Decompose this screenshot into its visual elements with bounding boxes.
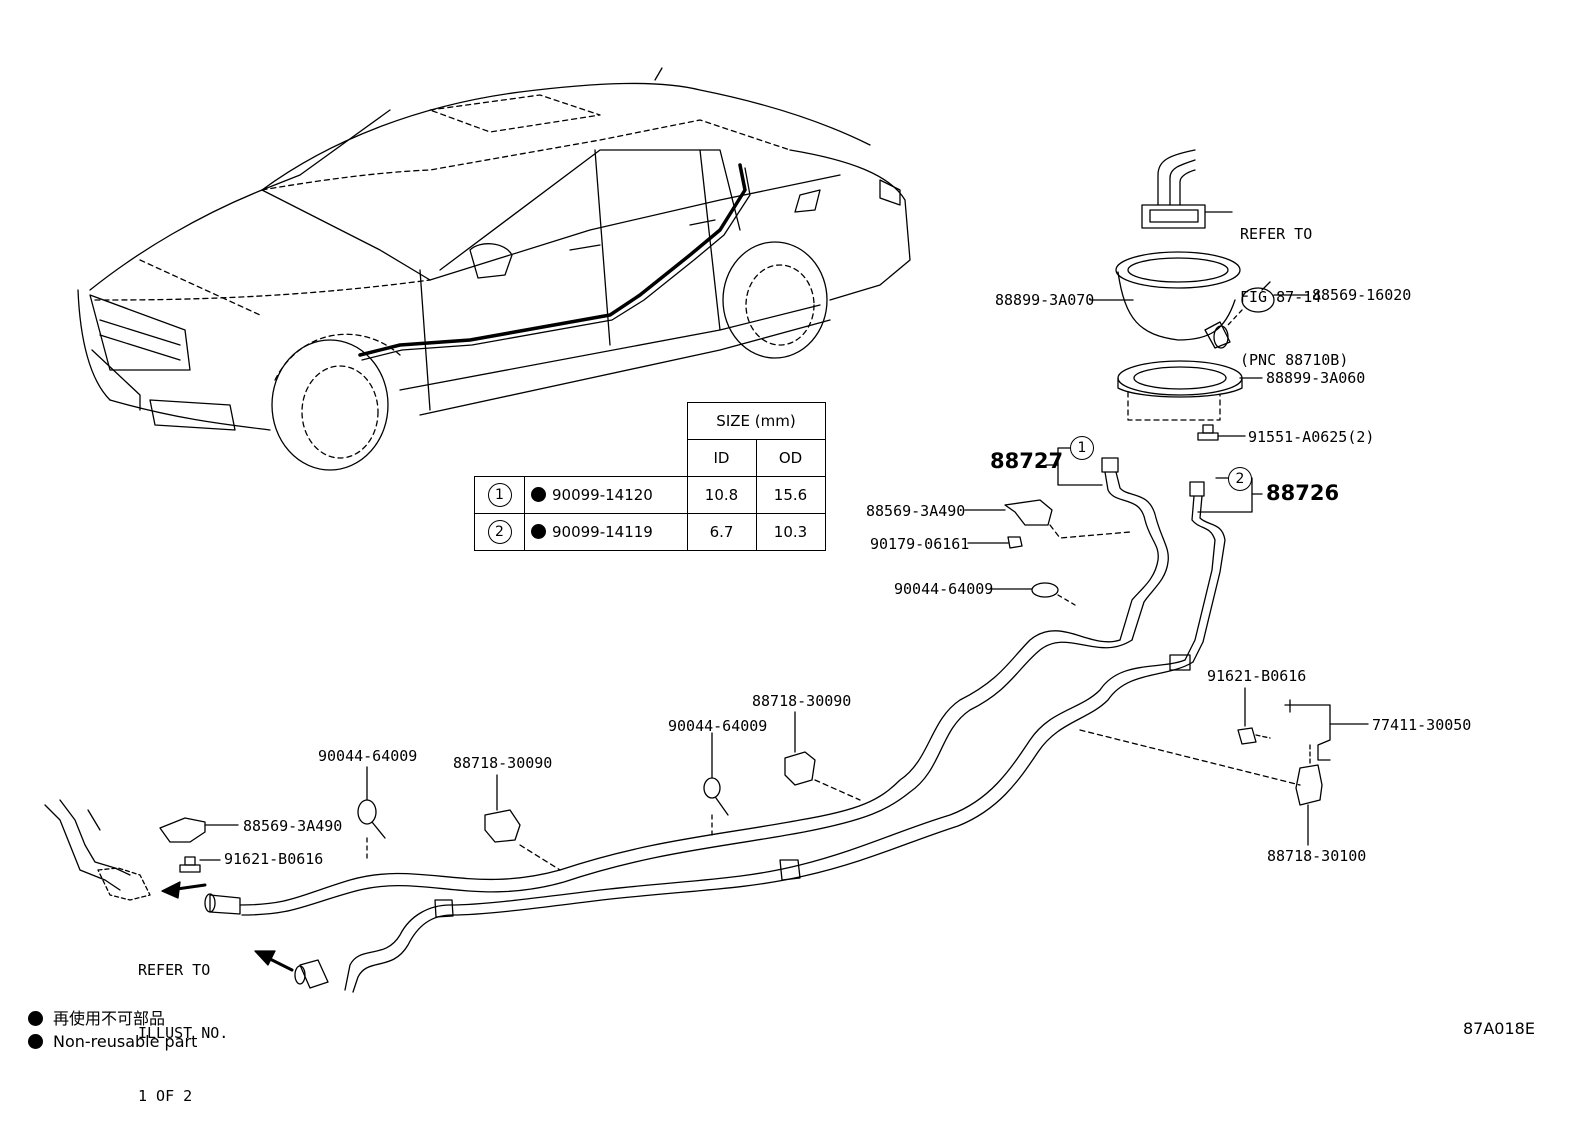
- row-id: 6.7: [686, 513, 757, 551]
- row-od: 15.6: [755, 476, 826, 514]
- row-id: 10.8: [686, 476, 757, 514]
- row-part[interactable]: 90099-14119: [552, 523, 653, 541]
- label-88569-16020[interactable]: 88569-16020: [1312, 286, 1412, 304]
- label-88718-30100[interactable]: 88718-30100: [1267, 847, 1367, 865]
- label-88899-3A060[interactable]: 88899-3A060: [1266, 369, 1366, 387]
- label-88718-30090-left[interactable]: 88718-30090: [453, 754, 553, 772]
- row-od: 10.3: [755, 513, 826, 551]
- row-ref: 1: [487, 483, 512, 507]
- label-90179-06161[interactable]: 90179-06161: [870, 535, 970, 553]
- parts-diagram: [44, 67, 1369, 993]
- label-77411-30050[interactable]: 77411-30050: [1372, 716, 1472, 734]
- non-reusable-dot-icon: [531, 487, 546, 502]
- label-88899-3A070[interactable]: 88899-3A070: [995, 291, 1095, 309]
- label-88718-30090-right[interactable]: 88718-30090: [752, 692, 852, 710]
- row-ref: 2: [487, 520, 512, 544]
- refer-fig-line1: REFER TO: [1240, 225, 1313, 243]
- table-row: 2 90099-14119 6.7 10.3: [474, 513, 826, 551]
- label-91551-A0625[interactable]: 91551-A0625(2): [1248, 428, 1375, 446]
- label-90044-64009-mid[interactable]: 90044-64009: [668, 717, 768, 735]
- refer-illust-line2: ILLUST NO.: [138, 1024, 229, 1042]
- refer-illust-line1: REFER TO: [138, 961, 211, 979]
- label-88727[interactable]: 88727: [990, 449, 1064, 473]
- label-91621-B0616-right[interactable]: 91621-B0616: [1207, 667, 1307, 685]
- col-od: OD: [755, 439, 826, 477]
- filler-neck-assembly: [1089, 149, 1309, 441]
- legend-jp: 再使用不可部品: [28, 1008, 165, 1030]
- label-90044-64009-upper[interactable]: 90044-64009: [894, 580, 994, 598]
- size-table: SIZE (mm) ID OD 1 90099-14120 10.8 15.6 …: [474, 402, 826, 551]
- legend-en: Non-reusable part: [28, 1031, 197, 1053]
- table-row: 1 90099-14120 10.8 15.6: [474, 476, 826, 514]
- refer-illust-line3: 1 OF 2: [138, 1087, 193, 1105]
- clamps: [159, 687, 1369, 873]
- non-reusable-dot-icon: [531, 524, 546, 539]
- label-91621-B0616-left[interactable]: 91621-B0616: [224, 850, 324, 868]
- refer-fig-note: REFER TO FIG 87-14 (PNC 88710B): [1240, 182, 1348, 392]
- non-reusable-dot-icon: [28, 1034, 43, 1049]
- refer-fig-line2: FIG 87-14: [1240, 288, 1322, 306]
- legend-en-text: Non-reusable part: [53, 1032, 198, 1051]
- label-90044-64009-left[interactable]: 90044-64009: [318, 747, 418, 765]
- legend-jp-text: 再使用不可部品: [53, 1009, 166, 1028]
- callout-1: 1: [1070, 436, 1094, 460]
- label-88569-3A490-upper[interactable]: 88569-3A490: [866, 502, 966, 520]
- label-88726[interactable]: 88726: [1266, 481, 1340, 505]
- col-id: ID: [686, 439, 757, 477]
- size-header: SIZE (mm): [686, 402, 826, 440]
- non-reusable-dot-icon: [28, 1011, 43, 1026]
- callout-2: 2: [1228, 467, 1252, 491]
- vehicle-outline: [77, 67, 911, 471]
- label-88569-3A490-lower[interactable]: 88569-3A490: [243, 817, 343, 835]
- row-part[interactable]: 90099-14120: [552, 486, 653, 504]
- fuel-hoses: [964, 447, 1263, 671]
- fuel-pipes: [44, 630, 1194, 993]
- refer-fig-line3: (PNC 88710B): [1240, 351, 1349, 369]
- figure-code: 87A018E: [1463, 1019, 1535, 1038]
